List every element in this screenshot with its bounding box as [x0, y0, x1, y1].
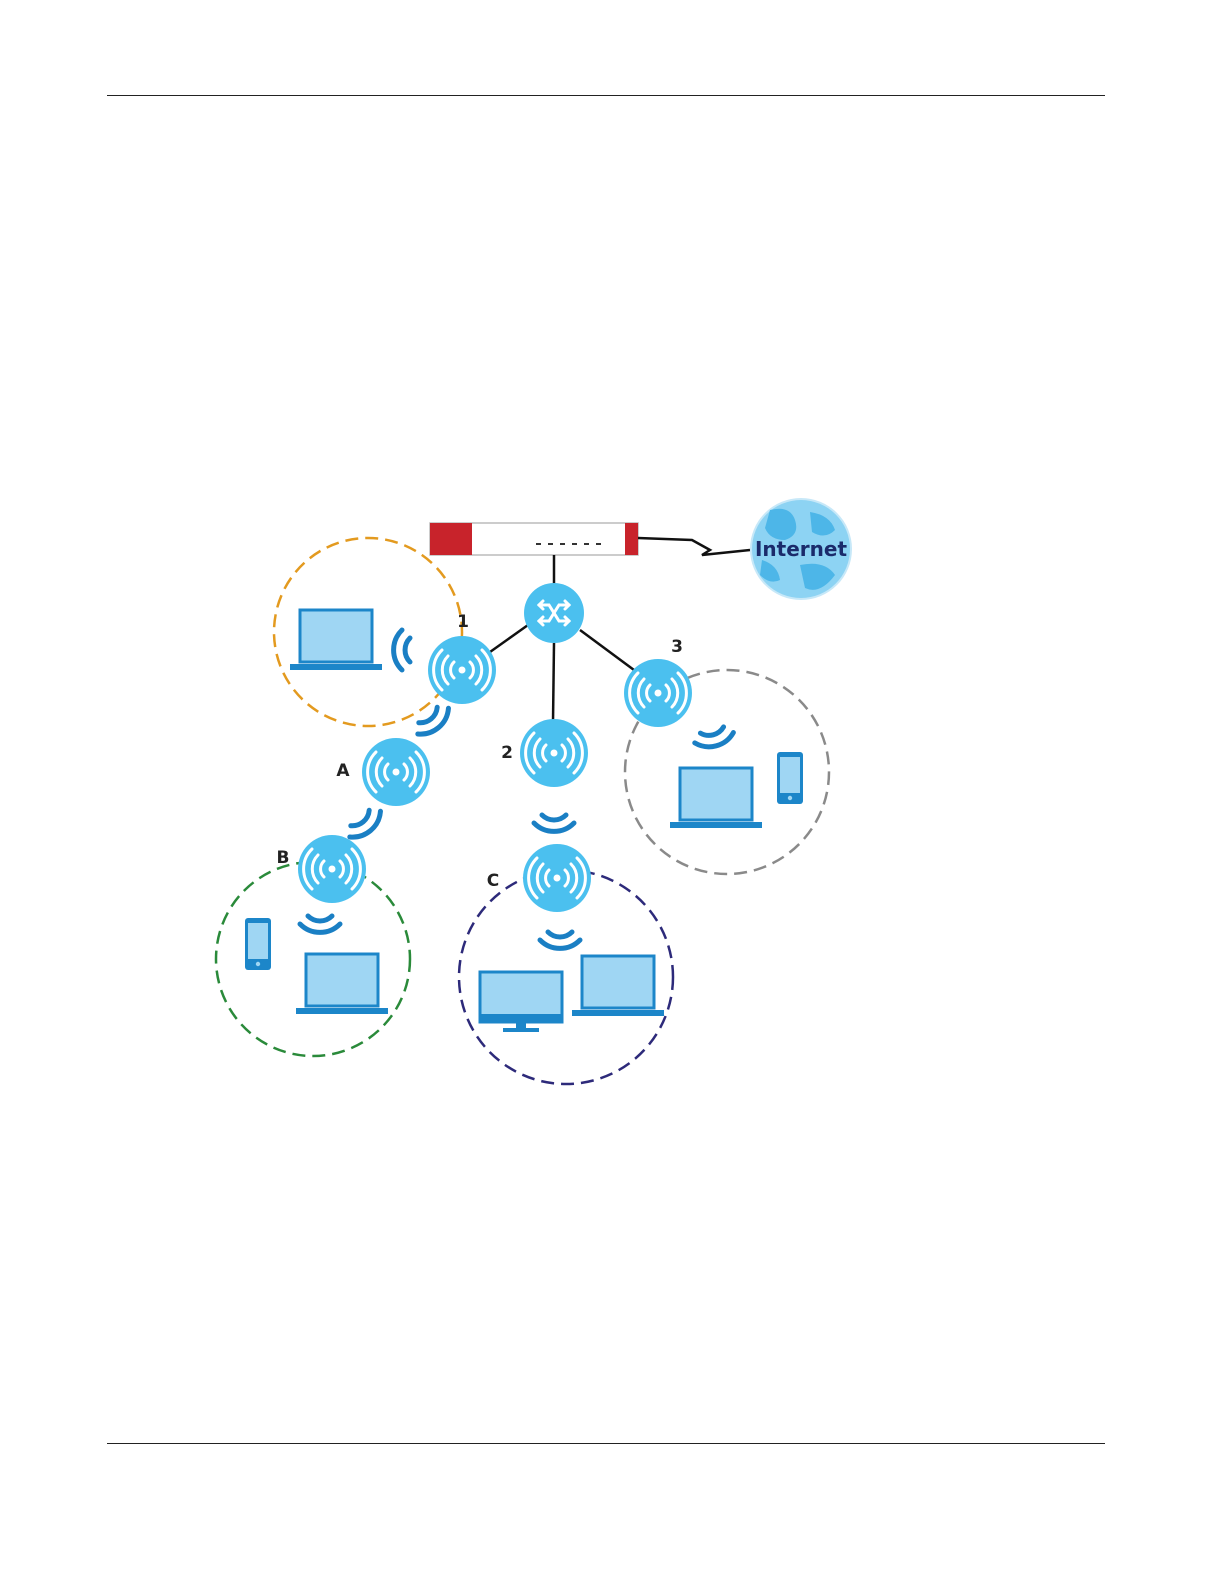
laptop-icon — [572, 956, 664, 1016]
ap-label-3: 3 — [671, 637, 683, 657]
signal-waves-icon — [300, 916, 340, 932]
ap-label-2: 2 — [501, 743, 513, 763]
globe-icon: Internet — [750, 498, 852, 600]
switch-ap1-link — [490, 625, 528, 652]
ap-label-1: 1 — [457, 612, 469, 632]
phone-icon — [245, 918, 271, 970]
wireless-ap-icon — [523, 844, 591, 912]
firewall-internet-link — [638, 538, 750, 555]
signal-waves-icon — [540, 932, 580, 948]
signal-waves-icon — [345, 805, 386, 843]
firewall-icon — [430, 523, 638, 555]
wireless-ap-icon — [298, 835, 366, 903]
switch-ap2-link — [553, 643, 554, 722]
ap-label-a: A — [336, 761, 350, 781]
internet-label: Internet — [755, 537, 847, 561]
switch-icon — [524, 583, 584, 643]
wireless-ap-icon — [428, 636, 496, 704]
desktop-monitor-icon — [480, 972, 562, 1032]
switch-ap3-link — [580, 630, 634, 670]
laptop-icon — [670, 768, 762, 828]
laptop-icon — [296, 954, 388, 1014]
signal-waves-icon — [394, 630, 410, 670]
wireless-ap-icon — [520, 719, 588, 787]
wireless-ap-icon — [624, 659, 692, 727]
wireless-ap-icon — [362, 738, 430, 806]
phone-icon — [777, 752, 803, 804]
signal-waves-icon — [693, 725, 736, 751]
signal-waves-icon — [413, 702, 454, 740]
laptop-icon — [290, 610, 382, 670]
signal-waves-icon — [534, 815, 574, 831]
ap-label-c: C — [487, 871, 499, 891]
ap-label-b: B — [277, 848, 290, 868]
